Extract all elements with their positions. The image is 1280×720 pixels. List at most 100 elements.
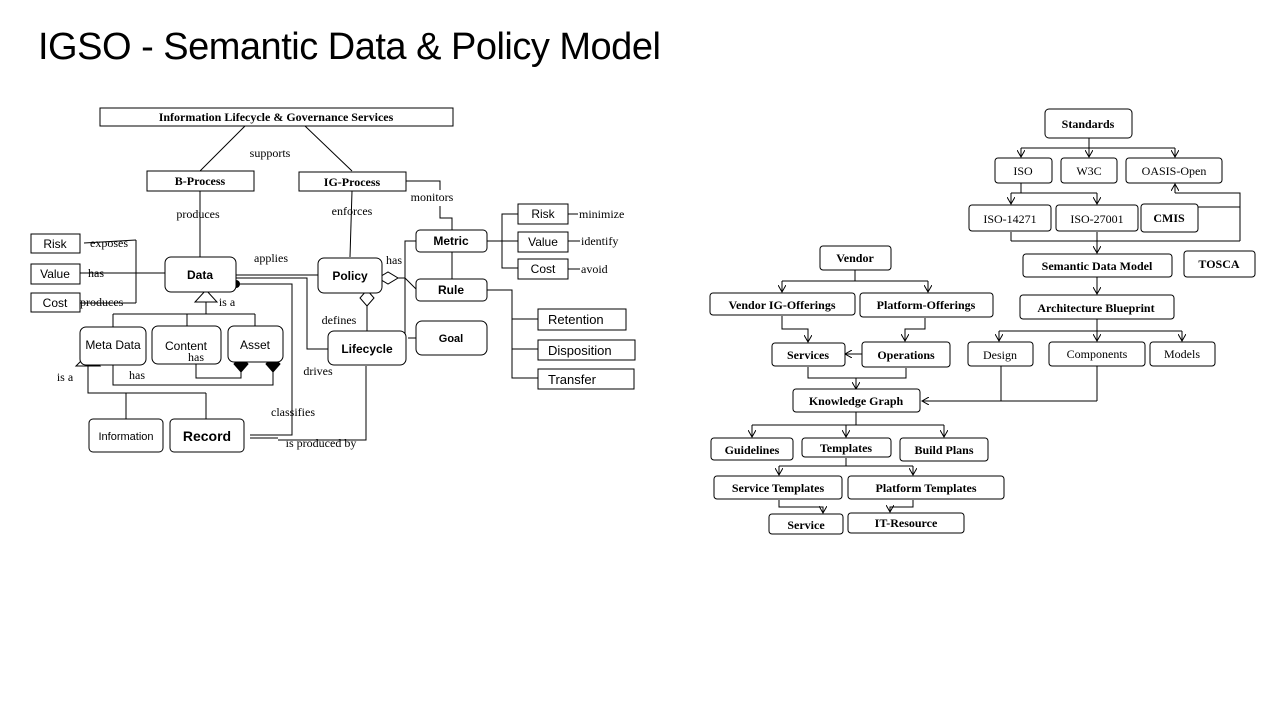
svg-text:Services: Services: [787, 348, 829, 362]
ig-process-node: IG-Process: [298, 171, 407, 192]
label-produces-cost: produces: [80, 295, 124, 309]
transfer-node: Transfer: [537, 368, 635, 390]
svg-text:Transfer: Transfer: [548, 372, 597, 387]
svg-text:W3C: W3C: [1076, 164, 1101, 178]
left-diagram-edge-labels: supports produces enforces monitors appl…: [57, 146, 625, 450]
svg-text:Vendor IG-Offerings: Vendor IG-Offerings: [728, 298, 835, 312]
svg-text:Retention: Retention: [548, 312, 604, 327]
cmis-node: CMIS: [1140, 203, 1199, 233]
svg-text:Platform-Offerings: Platform-Offerings: [877, 298, 976, 312]
svg-text:Architecture Blueprint: Architecture Blueprint: [1037, 301, 1154, 315]
svg-text:Templates: Templates: [820, 441, 873, 455]
label-is-a-data: is a: [219, 295, 236, 309]
svg-text:Lifecycle: Lifecycle: [341, 342, 393, 356]
models-node: Models: [1149, 341, 1216, 367]
label-defines: defines: [322, 313, 357, 327]
right-diagram-nodes: Standards ISO W3C OASIS-Open ISO-14271 I…: [709, 108, 1256, 535]
goal-node: Goal: [415, 320, 488, 356]
retention-node: Retention: [537, 308, 627, 331]
vendor-node: Vendor: [819, 245, 892, 271]
service-node: Service: [768, 513, 844, 535]
label-is-a-meta: is a: [57, 370, 74, 384]
svg-text:Service: Service: [787, 518, 825, 532]
svg-text:Asset: Asset: [240, 338, 271, 352]
design-node: Design: [967, 341, 1034, 367]
label-enforces: enforces: [332, 204, 373, 218]
asset-node: Asset: [227, 325, 284, 363]
svg-text:IT-Resource: IT-Resource: [875, 516, 938, 530]
semantic-data-model-node: Semantic Data Model: [1022, 253, 1173, 278]
label-monitors: monitors: [411, 190, 454, 204]
standards-node: Standards: [1044, 108, 1133, 139]
architecture-blueprint-node: Architecture Blueprint: [1019, 294, 1175, 320]
svg-text:Knowledge Graph: Knowledge Graph: [809, 394, 904, 408]
svg-text:Vendor: Vendor: [836, 251, 874, 265]
label-identify: identify: [581, 234, 618, 248]
svg-text:Information Lifecycle & Govern: Information Lifecycle & Governance Servi…: [159, 110, 394, 124]
svg-text:Content: Content: [165, 339, 208, 353]
platform-templates-node: Platform Templates: [847, 475, 1005, 500]
right-diagram-edges: [752, 138, 1241, 513]
label-exposes: exposes: [90, 236, 128, 250]
svg-text:B-Process: B-Process: [175, 174, 226, 188]
svg-text:Models: Models: [1164, 347, 1200, 361]
content-node: Content: [151, 325, 222, 365]
value-right-node: Value: [517, 231, 569, 253]
svg-text:Platform Templates: Platform Templates: [876, 481, 977, 495]
cost-right-node: Cost: [517, 258, 569, 280]
label-has-meta: has: [129, 368, 145, 382]
svg-text:Operations: Operations: [877, 348, 935, 362]
svg-text:Semantic Data Model: Semantic Data Model: [1042, 259, 1153, 273]
label-minimize: minimize: [579, 207, 624, 221]
svg-text:Cost: Cost: [531, 262, 556, 276]
svg-text:Cost: Cost: [43, 296, 68, 310]
left-diagram-edges: [74, 125, 580, 441]
risk-right-node: Risk: [517, 203, 569, 225]
svg-text:ISO-14271: ISO-14271: [983, 212, 1036, 226]
svg-text:Metric: Metric: [433, 234, 469, 248]
guidelines-node: Guidelines: [710, 437, 794, 461]
rule-node: Rule: [415, 278, 488, 302]
svg-text:Service Templates: Service Templates: [732, 481, 825, 495]
svg-text:Meta Data: Meta Data: [85, 338, 141, 352]
label-drives: drives: [303, 364, 333, 378]
svg-text:Design: Design: [983, 348, 1017, 362]
label-avoid: avoid: [581, 262, 608, 276]
svg-text:Information: Information: [98, 431, 153, 443]
label-applies: applies: [254, 251, 288, 265]
operations-node: Operations: [861, 341, 951, 368]
templates-node: Templates: [801, 437, 892, 458]
knowledge-graph-node: Knowledge Graph: [792, 388, 921, 413]
components-node: Components: [1048, 341, 1146, 367]
label-has-value: has: [88, 266, 104, 280]
risk-left-node: Risk: [30, 233, 81, 254]
tosca-node: TOSCA: [1183, 250, 1256, 278]
svg-text:ISO-27001: ISO-27001: [1070, 212, 1123, 226]
w3c-node: W3C: [1060, 157, 1118, 184]
svg-text:Risk: Risk: [531, 207, 555, 221]
information-node: Information: [88, 418, 164, 453]
label-has-content: has: [188, 350, 204, 364]
svg-text:TOSCA: TOSCA: [1198, 257, 1239, 271]
svg-text:Rule: Rule: [438, 283, 464, 297]
svg-text:Data: Data: [187, 268, 213, 282]
svg-text:CMIS: CMIS: [1153, 211, 1185, 225]
svg-text:Value: Value: [40, 267, 70, 281]
meta-data-node: Meta Data: [79, 326, 147, 366]
label-classifies: classifies: [271, 405, 315, 419]
services-node: Services: [771, 342, 846, 367]
platform-offerings-node: Platform-Offerings: [859, 292, 994, 318]
vendor-ig-offerings-node: Vendor IG-Offerings: [709, 292, 856, 316]
page-title: IGSO - Semantic Data & Policy Model: [38, 26, 661, 68]
info-lifecycle-governance-node: Information Lifecycle & Governance Servi…: [99, 107, 454, 127]
left-diagram-nodes: Information Lifecycle & Governance Servi…: [30, 107, 636, 453]
svg-text:ISO: ISO: [1013, 164, 1033, 178]
metric-node: Metric: [415, 229, 488, 253]
svg-text:Disposition: Disposition: [548, 343, 612, 358]
label-has-policy: has: [386, 253, 402, 267]
iso-27001-node: ISO-27001: [1055, 204, 1139, 232]
record-node: Record: [169, 418, 245, 453]
data-node: Data: [164, 256, 237, 293]
b-process-node: B-Process: [146, 170, 255, 192]
